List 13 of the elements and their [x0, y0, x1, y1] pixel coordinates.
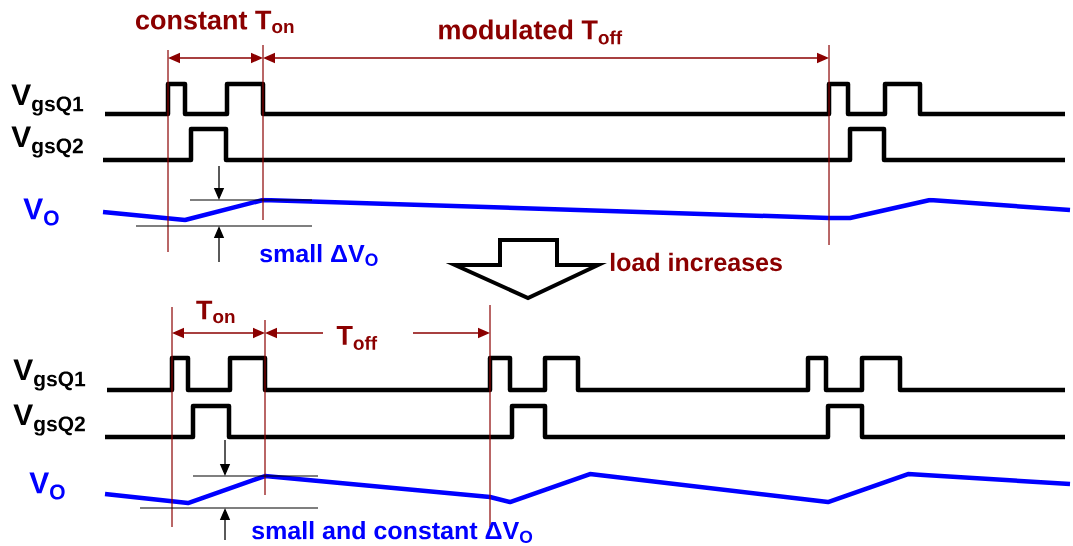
annotation-text: T$_{on}$	[196, 300, 235, 324]
signal-label: V$_{O}$	[23, 198, 59, 226]
signal-label: V$_{O}$	[29, 472, 65, 500]
signal-label: V$_{gsQ1}$	[13, 359, 86, 391]
annotation-text: load increases	[610, 252, 782, 272]
signal-label: V$_{gsQ2}$	[11, 126, 83, 158]
annotation-text: modulated T$_{off}$	[439, 19, 623, 45]
annotation-text: small ΔV$_{O}$	[260, 244, 378, 266]
signal-label: V$_{gsQ2}$	[13, 404, 85, 436]
annotation-text: small and constant ΔV$_{O}$	[252, 521, 533, 543]
annotation-text: T$_{off}$	[336, 326, 378, 350]
annotation-text: constant T$_{on}$	[136, 10, 294, 34]
signal-label: V$_{gsQ1}$	[11, 84, 84, 116]
